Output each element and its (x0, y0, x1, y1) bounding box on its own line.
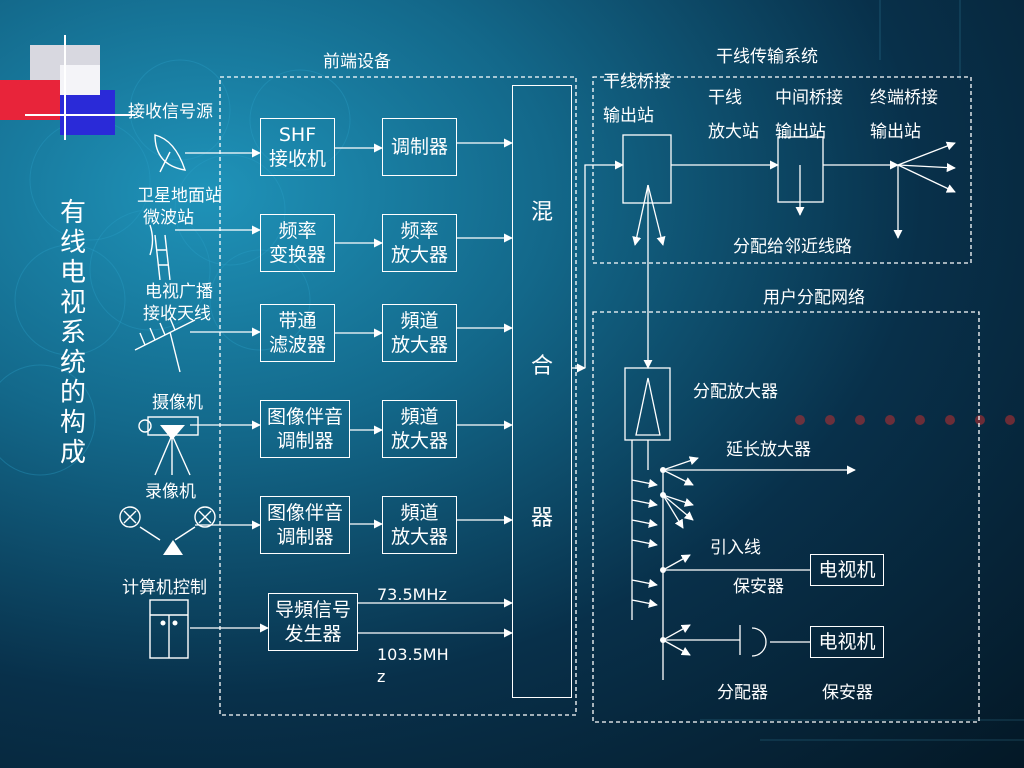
splitter-label: 分配器 (717, 683, 768, 703)
source-vcr-label: 录像机 (145, 482, 196, 502)
pilot-signal-generator: 导頻信号 发生器 (268, 593, 358, 651)
pilot-freq-2a: 103.5MH (377, 645, 449, 665)
pilot-freq-2b: z (377, 667, 385, 687)
mixer-char-3: 器 (513, 500, 571, 532)
source-camera-label: 摄像机 (152, 393, 203, 413)
amp-modulator: 调制器 (382, 118, 457, 176)
drop-line-label: 引入线 (710, 538, 761, 558)
trunk-out-label: 输出站 (603, 106, 654, 126)
amp-channel-3: 頻道 放大器 (382, 496, 457, 554)
amp-channel-1: 頻道 放大器 (382, 304, 457, 362)
source-computer-label: 计算机控制 (122, 578, 207, 598)
processor-av-modulator-1: 图像伴音 调制器 (260, 400, 350, 458)
page-title: 有线电视系统的构成 (60, 198, 96, 468)
trunk-end-label-1: 终端桥接 (870, 88, 938, 108)
protector-label-2: 保安器 (822, 683, 873, 703)
trunk-amp-label-2: 放大站 (708, 122, 759, 142)
amp-frequency: 频率 放大器 (382, 214, 457, 272)
mixer-box: 混 合 器 (512, 85, 572, 698)
user-network-border (593, 312, 979, 722)
dist-amp-label: 分配放大器 (693, 382, 778, 402)
trunk-amp-label-1: 干线 (708, 88, 742, 108)
mixer-char-2: 合 (513, 348, 571, 380)
processor-av-modulator-2: 图像伴音 调制器 (260, 496, 350, 554)
source-microwave-label: 微波站 (143, 208, 194, 228)
trunk-dist-label: 分配给邻近线路 (733, 237, 852, 257)
tv-set-2: 电视机 (810, 626, 884, 658)
source-tv-label: 电视广播 (145, 282, 213, 302)
source-receive-label: 接收信号源 (128, 102, 213, 122)
source-antenna-label: 接收天线 (143, 304, 211, 324)
trunk-mid-label-1: 中间桥接 (775, 88, 843, 108)
protector-label-1: 保安器 (733, 577, 784, 597)
amp-channel-2: 頻道 放大器 (382, 400, 457, 458)
trunk-label: 干线传输系统 (716, 47, 818, 67)
trunk-end-label-2: 输出站 (870, 122, 921, 142)
tv-set-1: 电视机 (810, 554, 884, 586)
processor-bandpass-filter: 带通 滤波器 (260, 304, 335, 362)
tower-icon (150, 225, 170, 280)
trunk-mid-label-2: 输出站 (775, 122, 826, 142)
source-satellite-label: 卫星地面站 (137, 186, 222, 206)
antenna-icon (135, 318, 195, 372)
processor-shf-receiver: SHF 接收机 (260, 118, 335, 176)
pilot-freq-1: 73.5MHz (377, 585, 447, 605)
ext-amp-label: 延长放大器 (726, 440, 811, 460)
user-network-label: 用户分配网络 (763, 288, 865, 308)
trunk-bridge-label: 干线桥接 (603, 72, 671, 92)
front-end-label: 前端设备 (323, 52, 391, 72)
processor-frequency-converter: 频率 变换器 (260, 214, 335, 272)
mixer-char-1: 混 (513, 194, 571, 226)
